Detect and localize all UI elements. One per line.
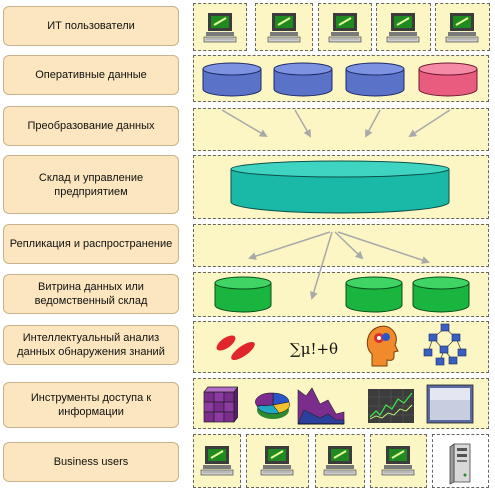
replication-row bbox=[193, 224, 489, 267]
data-transformation-row bbox=[193, 108, 489, 151]
panel-icon bbox=[426, 384, 474, 424]
pie-chart-icon bbox=[255, 392, 290, 419]
layer-label-access-tools: Инструменты доступа к информации bbox=[3, 382, 179, 428]
percent-icon bbox=[216, 335, 255, 361]
area-chart-icon bbox=[297, 387, 345, 425]
it-user-tile bbox=[193, 3, 247, 51]
layer-label-data-transformation: Преобразование данных bbox=[3, 106, 179, 146]
layer-label-business-users: Business users bbox=[3, 442, 179, 482]
workstation-icon bbox=[267, 13, 301, 43]
line-chart-icon bbox=[368, 389, 414, 423]
cube-icon bbox=[203, 386, 238, 423]
database-icon bbox=[412, 276, 470, 313]
workstation-icon bbox=[328, 13, 362, 43]
server-icon bbox=[449, 443, 471, 485]
database-icon bbox=[345, 276, 403, 313]
layer-label-operational-data: Оперативные данные bbox=[3, 55, 179, 95]
formula-icon: ∑μ!+θ bbox=[290, 340, 339, 358]
layer-label-replication: Репликация и распространение bbox=[3, 224, 179, 264]
network-icon bbox=[423, 323, 467, 366]
workstation-icon bbox=[381, 446, 415, 476]
layer-label-data-mining: Интеллектуальный анализ данных обнаружен… bbox=[3, 325, 179, 365]
workstation-icon bbox=[200, 446, 234, 476]
workstation-icon bbox=[386, 13, 420, 43]
database-icon bbox=[345, 62, 405, 97]
warehouse-database-icon bbox=[230, 160, 450, 214]
database-icon bbox=[214, 276, 272, 313]
workstation-icon bbox=[203, 13, 237, 43]
business-user-tile bbox=[370, 434, 427, 488]
workstation-icon bbox=[323, 446, 357, 476]
workstation-icon bbox=[445, 13, 479, 43]
layer-label-data-mart: Витрина данных или ведомственный склад bbox=[3, 274, 179, 314]
database-icon bbox=[418, 62, 478, 97]
database-icon bbox=[202, 62, 262, 97]
brain-head-icon bbox=[366, 325, 399, 367]
workstation-icon bbox=[260, 446, 294, 476]
layer-label-enterprise-warehouse: Склад и управление предприятием bbox=[3, 155, 179, 214]
database-icon bbox=[273, 62, 333, 97]
layer-label-it-users: ИТ пользователи bbox=[3, 6, 179, 46]
